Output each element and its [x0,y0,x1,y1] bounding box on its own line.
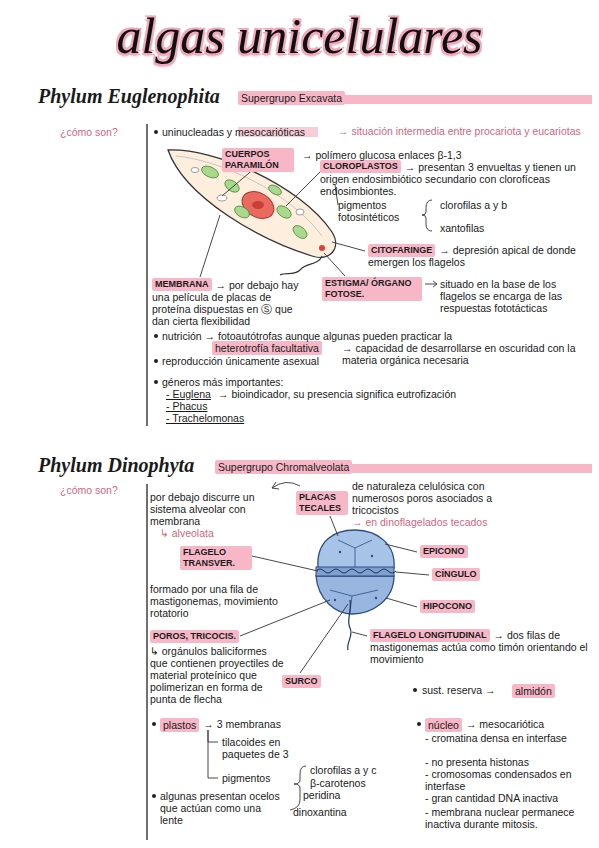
note-text: uninucleadas y mesocarióticas [162,126,332,138]
euglena-cell [168,150,336,275]
term-text: POROS, TRICOCIS. [153,631,236,642]
note-text: → capacidad de desarrollarse en oscurida… [342,342,592,366]
margin-line [146,124,147,426]
page-title: algas unicelulares [0,6,599,66]
term-text: plastos [163,719,196,731]
note-text: algunas presentan ocelos que actúan como… [160,790,280,826]
note-text: ↳ alveolata [160,527,260,539]
note-text: xantofilas [440,222,540,234]
highlight-term: almidón [512,684,555,698]
highlight-term: Supergrupo Excavata [238,91,345,105]
note-text: peridina [303,789,403,801]
term-text: Supergrupo Excavata [241,92,342,104]
term-text: FLAGELO TRANSVER. [183,547,249,569]
note-text: → situación intermedia entre procariota … [338,125,593,137]
note-text: nutrición → fotoautótrofas aunque alguna… [162,330,592,342]
highlight-term: FLAGELO TRANSVER. [180,546,252,570]
highlight-term: FLAGELO LONGITUDINAL [370,629,490,642]
note-text: - no presenta histonas [425,756,590,768]
note-text: géneros más importantes: [162,376,362,388]
note-text: reproducción únicamente asexual [162,355,340,367]
highlight-term: CUERPOS PARAMILÓN [222,148,294,172]
note-text: → polímero glucosa enlaces β-1,3 [302,149,572,161]
note-text: - cromosomas condensados en interfase [425,768,590,792]
highlight-term: CLOROPLASTOS [320,160,401,173]
term-text: CLOROPLASTOS [323,161,398,172]
note-text: pigmentos [222,772,292,784]
highlight-term: HIPOCONO [420,600,475,613]
highlight-term: CITOFARINGE [368,244,435,257]
note-text: → presentan 3 envueltas y tienen un orig… [320,161,592,197]
term-text: FLAGELO LONGITUDINAL [373,630,487,641]
note-text: → dos filas de mastigonemas actúa como t… [370,629,594,665]
highlight-term: PLACAS TECALES [296,491,348,515]
highlight-term: plastos [160,718,199,732]
note-text: → bioindicador, su presencia significa e… [218,388,558,400]
note-text: ¿cómo son? [60,484,140,496]
highlight-term: Supergrupo Chromalveolata [215,460,352,474]
note-text: por debajo discurre un sistema alveolar … [150,491,282,527]
note-text: - Phacus [166,400,266,412]
note-text: de naturaleza celulósica con numerosos p… [352,480,502,516]
margin-line [146,484,147,840]
note-text: ¿cómo son? [60,126,140,138]
note-text: formado por una fila de mastigonemas, mo… [150,583,285,619]
note-text: tilacoides en paquetes de 3 [222,736,312,760]
note-text: ↳ orgánulos baliciformes que contienen p… [150,645,285,705]
term-text: HIPOCONO [423,601,472,612]
term-text: CÍNGULO [435,569,477,580]
highlight-term: EPICONO [420,545,468,558]
term-text: ESTIGMA/ ÓRGANO FOTOSE. [325,278,419,300]
term-text: CUERPOS PARAMILÓN [225,149,291,171]
note-text: - gran cantidad DNA inactiva [425,792,593,804]
note-text: → en dinoflagelados tecados [352,516,552,528]
highlight-term: SURCO [282,675,321,688]
highlight-term: POROS, TRICOCIS. [150,630,239,643]
note-text: → mesocariótica [466,718,586,730]
note-text: → depresión apical de donde emergen los … [368,244,594,268]
term-text: EPICONO [423,546,465,557]
note-text: - Trachelomonas [166,412,286,424]
term-text: almidón [515,685,552,697]
term-text: heterotrofía facultativa [215,342,319,354]
term-text: PLACAS TECALES [299,492,345,514]
highlight-term: núcleo [425,718,462,732]
note-text: clorofilas a y c [310,764,410,776]
note-text: β-carotenos [310,777,410,789]
note-text: - membrana nuclear permanece inactiva du… [425,806,593,830]
highlight-term: heterotrofía facultativa [212,341,322,355]
note-text: - Euglena [166,388,226,400]
highlight-term: CÍNGULO [432,568,480,581]
highlight-term: ESTIGMA/ ÓRGANO FOTOSE. [322,277,422,301]
note-text: - cromatina densa en interfase [425,732,590,744]
note-text: sust. reserva → [422,684,512,696]
term-text: MEMBRANA [155,279,209,290]
section-heading: Phylum Euglenophita [38,84,258,108]
term-text: núcleo [428,719,459,731]
note-text: situado en la base de los flagelos se en… [440,278,592,314]
section-heading: Phylum Dinophyta [38,453,258,477]
term-text: Supergrupo Chromalveolata [218,461,349,473]
note-text: dinoxantina [293,806,393,818]
note-text: → por debajo hay una película de placas … [152,279,312,327]
term-text: CITOFARINGE [371,245,432,256]
note-text: → 3 membranas [203,718,323,730]
note-text: clorofilas a y b [440,199,560,211]
term-text: SURCO [285,676,318,687]
highlight-term: MEMBRANA [152,278,212,291]
note-text: pigmentos fotosintéticos [338,199,428,223]
